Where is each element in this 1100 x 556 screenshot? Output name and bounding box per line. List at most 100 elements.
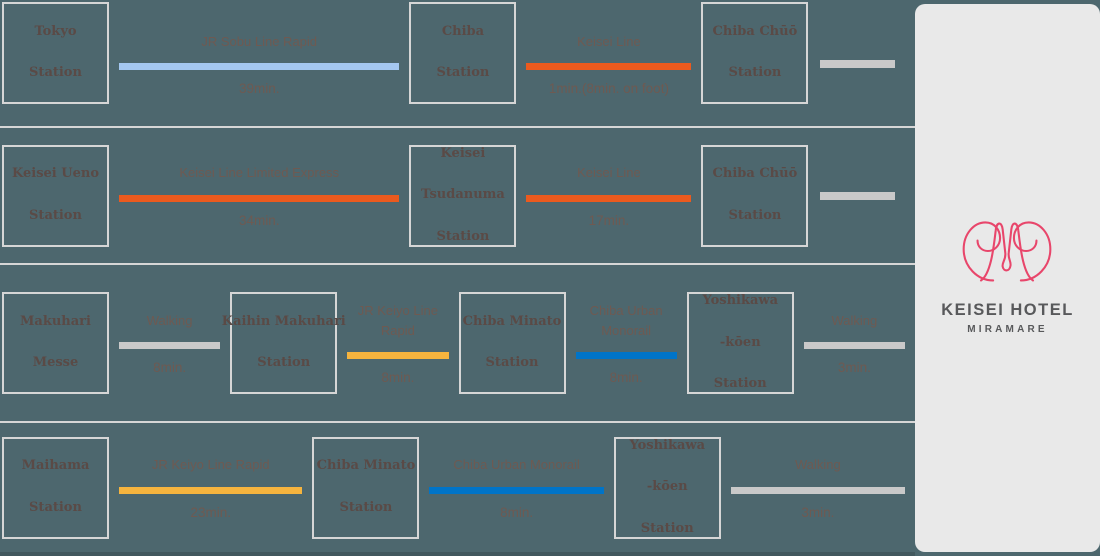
station-name-line: Station [713,376,767,392]
station-name-line: Station [436,228,490,244]
route-link: Keisei Line 1min.(8min. on foot) [516,2,701,126]
station-name-line: Station [29,499,82,515]
line-name-label: Keisei Line [577,163,641,183]
line-name-label: Keisei Line [577,32,641,52]
station-name-line: Chiba Chūō [712,23,798,39]
station-name-line: Kaihin Makuhari [221,313,346,329]
line-name-line: Chiba Urban Monorail [453,457,580,473]
line-name-line: Keisei Line Limited Express [179,165,340,181]
keisei-line-bar [526,194,692,202]
monorail-line-bar [575,352,677,360]
duration-label: 39min. [238,81,280,97]
station-name-line: Station [728,65,782,81]
line-name-label: JR Sobu Line Rapid [201,32,317,52]
walking-line-bar [820,60,895,68]
line-name-line: Rapid [380,323,415,338]
station-name-line: Maihama [21,458,90,474]
station-name-line: -kōen [719,334,761,350]
duration-label: 1min.(8min. on foot) [548,81,669,97]
station-name-line: Chiba Chūō [712,166,798,182]
route-link: Walking 3min. [721,423,915,552]
monorail-line-bar [429,486,604,494]
line-name-label: JR Keiyo Line Rapid [152,455,270,475]
station-name-line: Station [485,355,539,371]
line-name-line: JR Sobu Line Rapid [201,33,318,49]
station-name-line: Tsudanuma [421,187,505,203]
station-name-line: Keisei [440,145,486,161]
line-name-line: Keisei Line [577,33,641,49]
route-link: Walking 8min. [109,265,230,421]
route-link: Keisei Line Limited Express 34min. [109,128,409,263]
duration-label: 8min. [381,370,415,386]
walking-line-bar [119,342,221,350]
walking-line-bar [820,191,895,200]
station-name-line: Station [728,207,782,223]
row-divider [0,263,915,265]
duration-label: 8min. [153,360,187,376]
duration-label: 3min. [837,360,871,376]
hotel-subname: MIRAMARE [967,324,1048,335]
duration-label: 34min. [238,212,280,228]
duration-label: 8min. [500,504,534,520]
walking-line-bar [730,486,906,494]
hotel-name: KEISEI HOTEL [941,301,1074,319]
route-link: Chiba Urban Monorail 8min. [419,423,613,552]
station-name-line: -kōen [646,479,688,495]
route-link [808,2,915,126]
bottom-edge-strip [0,552,915,556]
route-link [808,128,915,263]
row-divider [0,421,915,423]
station-name-line: Makuhari [20,313,91,329]
station-name-line: Station [640,520,694,536]
station-name-line: Station [339,499,393,515]
line-name-line: Walking [146,312,193,328]
line-name-label: Keisei Line Limited Express [179,163,339,183]
line-name-label: Walking [795,455,841,475]
station-name-line: Chiba Minato [462,313,562,329]
duration-label: 8min. [609,370,643,386]
station-name-line: Station [436,65,490,81]
line-name-line: Walking [831,312,878,328]
line-name-line: Chiba Urban [589,302,663,318]
line-name-line: Walking [794,457,841,473]
keisei-line-bar [119,194,400,202]
hotel-monogram-icon [963,221,1052,282]
station-name-line: Chiba [441,23,485,39]
station-name-line: Station [29,65,82,81]
station-name-line: Station [257,355,311,371]
keisei-line-bar [526,63,692,71]
duration-label: 17min. [588,212,630,228]
station-name-line: Station [29,207,82,223]
station-name-line: Yoshikawa [702,293,779,309]
station-name-line: Tokyo [34,23,77,39]
line-name-line: JR Keiyo Line [357,302,438,318]
duration-label: 3min. [801,504,835,520]
jr_keiyo-line-bar [347,352,449,360]
station-name-line: Messe [32,355,79,371]
jr_sobu-line-bar [119,63,400,71]
line-name-label: Chiba Urban Monorail [453,455,579,475]
line-name-label: Walking [831,311,877,331]
hotel-panel: KEISEI HOTEL MIRAMARE [915,4,1100,552]
